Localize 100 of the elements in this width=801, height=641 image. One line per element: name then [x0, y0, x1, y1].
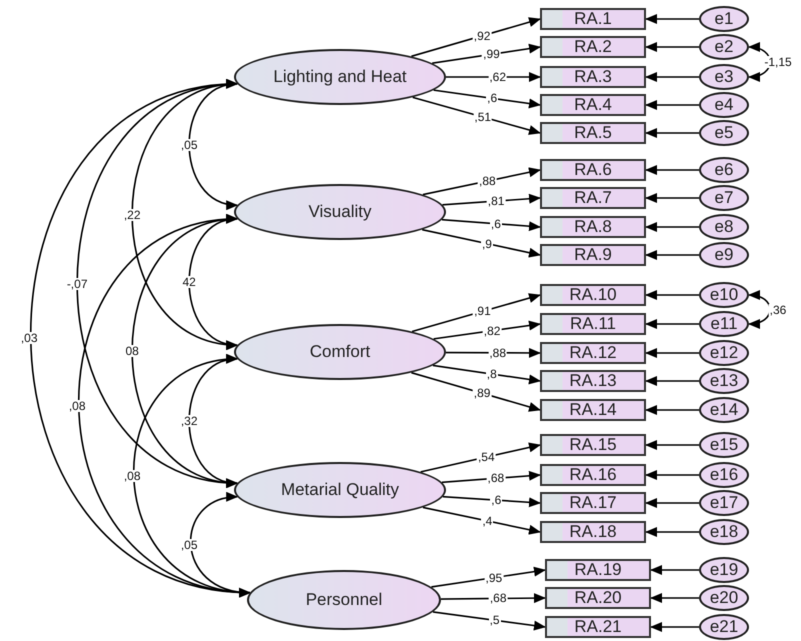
path-coefficient: ,88 — [488, 346, 508, 359]
observed-variable-box — [540, 370, 646, 392]
correlation-value: ,05 — [180, 138, 198, 150]
observed-variable-box — [540, 434, 646, 456]
path-coefficient: ,89 — [472, 387, 492, 400]
path-coefficient: ,92 — [472, 30, 492, 42]
correlation-value: ,08 — [122, 470, 142, 482]
observed-variable-box — [540, 36, 646, 58]
path-coefficient: ,81 — [486, 195, 506, 208]
observed-variable-box — [540, 159, 646, 181]
path-coefficient: ,9 — [480, 238, 493, 250]
path-coefficient: ,8 — [486, 368, 498, 380]
observed-variable-box — [540, 244, 646, 266]
error-term-ellipse — [699, 157, 749, 183]
path-coefficient: ,51 — [473, 110, 492, 123]
arrow — [422, 506, 541, 535]
variable-name: e16 — [710, 465, 738, 485]
correlation-value: ,32 — [180, 415, 198, 427]
variable-name: RA.10 — [569, 285, 617, 305]
error-term-ellipse — [699, 6, 749, 32]
arrow — [422, 228, 541, 258]
error-term-ellipse — [699, 242, 749, 268]
arrow — [412, 96, 541, 135]
arrow — [645, 348, 699, 358]
variable-name: e1 — [714, 9, 734, 29]
arrow — [645, 42, 699, 52]
covariance-value: -1,15 — [763, 56, 793, 68]
arrow — [412, 293, 541, 332]
error-term-ellipse — [699, 282, 749, 308]
variable-name: RA.17 — [569, 493, 617, 513]
correlation-value: ,08 — [68, 400, 86, 412]
arrow — [432, 611, 546, 630]
correlation-value: ,05 — [180, 538, 198, 551]
observed-variable-box — [540, 342, 646, 364]
error-term-ellipse — [699, 490, 749, 516]
variable-name: RA.11 — [570, 314, 616, 334]
arrow — [442, 194, 541, 206]
arrow — [650, 622, 699, 632]
arrow — [645, 470, 699, 480]
error-term-ellipse — [699, 340, 749, 366]
arrow — [645, 498, 699, 508]
arrow — [442, 470, 541, 484]
observed-variable-box — [545, 559, 651, 581]
variable-name: Personnel — [306, 590, 382, 610]
correlation-value: 42 — [181, 276, 197, 288]
path-coefficient: ,68 — [488, 592, 508, 604]
variable-name: RA.19 — [574, 560, 622, 580]
observed-variable-box — [540, 216, 646, 238]
path-coefficient: ,82 — [482, 324, 502, 337]
variable-name: RA.5 — [574, 123, 612, 143]
arrow — [431, 566, 546, 588]
correlation-value: ,22 — [122, 208, 142, 220]
arrow — [440, 593, 546, 604]
arrow — [645, 100, 699, 110]
observed-variable-box — [545, 587, 651, 609]
observed-variable-box — [540, 8, 646, 30]
arrow — [645, 405, 699, 415]
variable-name: e20 — [710, 588, 738, 608]
arrow — [645, 72, 699, 82]
covariance-value: ,36 — [768, 304, 788, 316]
variable-name: e7 — [714, 188, 734, 208]
variable-name: RA.9 — [574, 245, 612, 265]
observed-variable-box — [540, 122, 646, 144]
variable-name: RA.13 — [569, 371, 617, 391]
path-coefficient: ,95 — [484, 572, 504, 584]
arrow — [650, 565, 699, 575]
variable-name: e17 — [710, 493, 738, 513]
arrow — [434, 89, 541, 108]
arrow — [432, 364, 541, 384]
observed-variable-box — [540, 399, 646, 421]
error-term-ellipse — [699, 432, 749, 458]
path-coefficient: ,6 — [490, 218, 502, 230]
error-term-ellipse — [699, 462, 749, 488]
variable-name: RA.1 — [574, 9, 612, 29]
variable-name: e9 — [714, 245, 734, 265]
observed-variable-box — [540, 464, 646, 486]
error-term-ellipse — [699, 368, 749, 394]
correlation-value: ,03 — [20, 332, 38, 344]
error-term-ellipse — [699, 397, 749, 423]
error-term-ellipse — [699, 519, 749, 545]
observed-variable-box — [540, 187, 646, 209]
error-term-ellipse — [699, 214, 749, 240]
error-term-ellipse — [699, 311, 749, 337]
observed-variable-box — [540, 521, 646, 543]
variable-name: e8 — [714, 217, 734, 237]
observed-variable-box — [540, 492, 646, 514]
path-coefficient: ,62 — [488, 71, 508, 83]
arrow — [420, 442, 541, 473]
path-coefficient: ,5 — [488, 614, 501, 626]
variable-name: Lighting and Heat — [273, 67, 407, 87]
error-term-ellipse — [699, 557, 749, 583]
variable-name: e4 — [714, 95, 734, 115]
variable-name: RA.20 — [574, 588, 622, 608]
variable-name: RA.2 — [574, 37, 612, 57]
error-term-ellipse — [699, 92, 749, 118]
variable-name: RA.6 — [574, 160, 612, 180]
variable-name: RA.14 — [569, 400, 617, 420]
variable-name: RA.7 — [574, 188, 612, 208]
observed-variable-box — [545, 616, 651, 638]
variable-name: RA.18 — [569, 522, 617, 542]
